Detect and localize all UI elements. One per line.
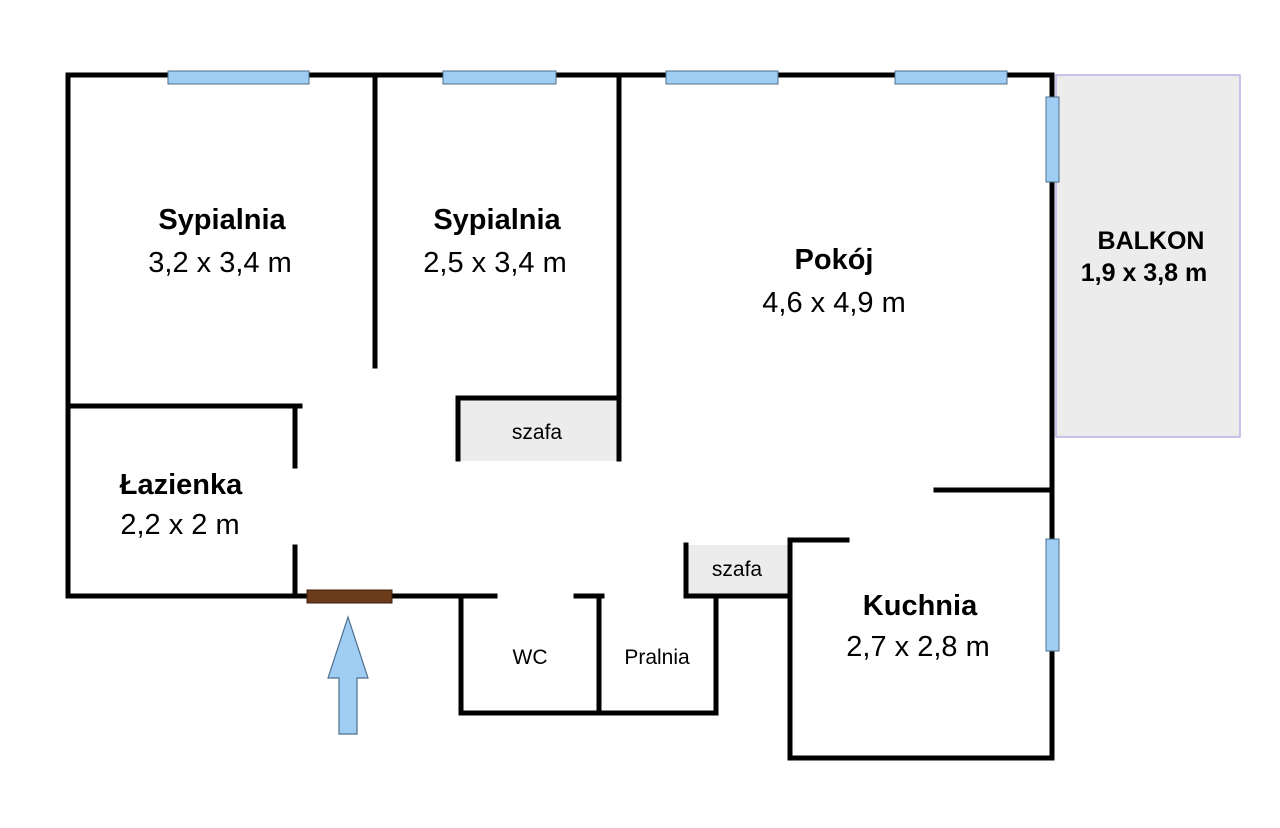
- window-living-1: [665, 70, 779, 85]
- window-living-2: [894, 70, 1008, 85]
- wardrobe-kitchen: [686, 545, 788, 596]
- bedroom2-name: Sypialnia: [433, 204, 561, 236]
- entrance-arrow-icon: [327, 615, 369, 735]
- window-kitchen: [1045, 538, 1060, 652]
- windows: [167, 70, 1060, 652]
- bedroom2-size: 2,5 x 3,4 m: [423, 247, 566, 279]
- window-living-balcony: [1045, 96, 1060, 183]
- living-size: 4,6 x 4,9 m: [762, 287, 905, 319]
- wardrobe-kitchen-label: szafa: [712, 558, 763, 581]
- bedroom1-size: 3,2 x 3,4 m: [148, 247, 291, 279]
- entrance-door: [306, 589, 393, 604]
- living-name: Pokój: [795, 244, 874, 276]
- bedroom1-name: Sypialnia: [158, 204, 286, 236]
- kitchen-name: Kuchnia: [863, 590, 978, 622]
- wc-name: WC: [513, 646, 548, 669]
- wardrobe-hall-label: szafa: [512, 421, 563, 444]
- window-bedroom2: [442, 70, 557, 85]
- laundry-name: Pralnia: [624, 646, 690, 669]
- balcony-name: BALKON: [1098, 227, 1205, 255]
- bathroom-size: 2,2 x 2 m: [120, 509, 239, 541]
- wardrobe-hall: [458, 400, 618, 461]
- bathroom-name: Łazienka: [120, 469, 243, 501]
- balcony-size: 1,9 x 3,8 m: [1081, 259, 1207, 287]
- balcony-area: [1055, 74, 1241, 438]
- window-bedroom1: [167, 70, 310, 85]
- kitchen-size: 2,7 x 2,8 m: [846, 631, 989, 663]
